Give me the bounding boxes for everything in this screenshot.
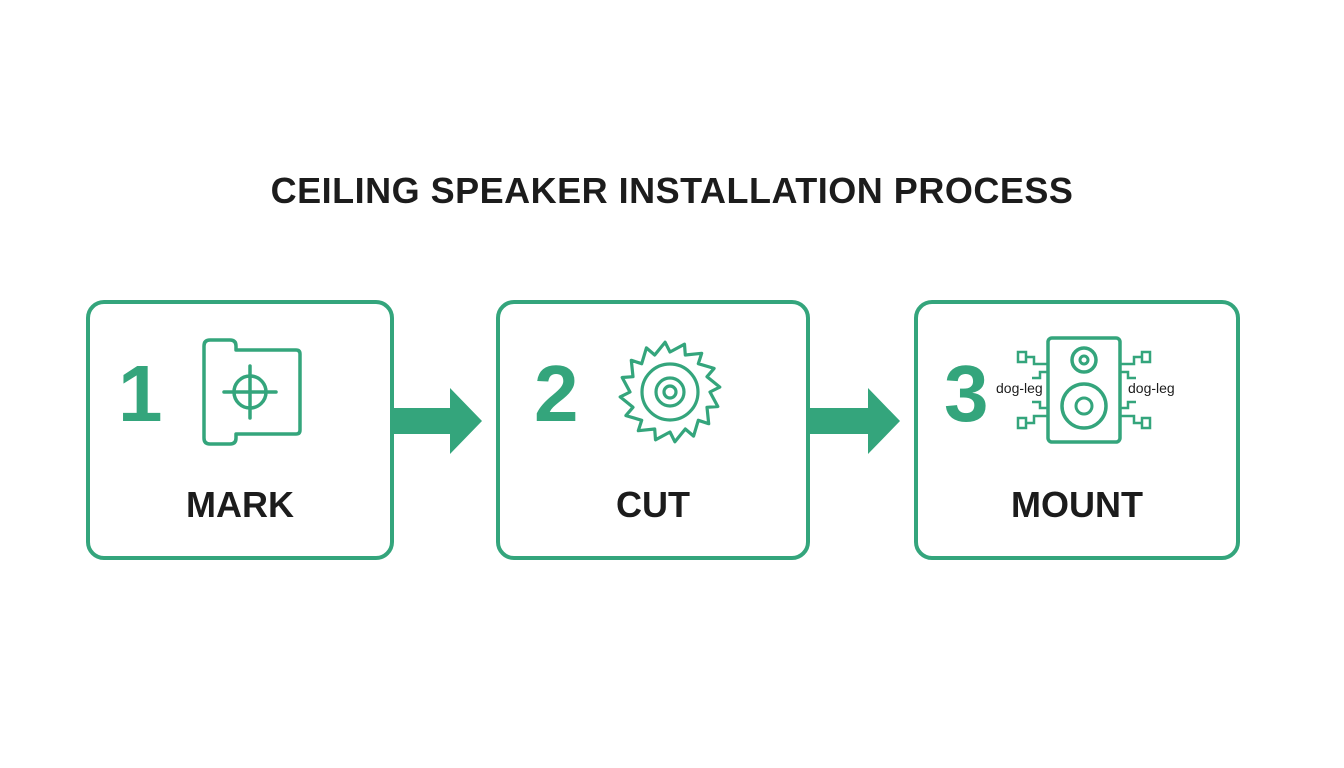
template-crosshair-icon [202,338,302,446]
step-label: CUT [616,484,690,525]
saw-blade-teeth [618,340,722,444]
dog-leg-label-right: dog-leg [1128,380,1175,396]
speaker-icon [1016,336,1152,444]
step-label: MARK [186,484,294,525]
dog-leg-label-left: dog-leg [996,380,1043,396]
step-number: 2 [534,349,579,438]
arrow-right-icon [808,388,900,454]
step-mount-box: 3 dog-leg dog-leg MOUNT [914,300,1240,560]
saw-blade-icon [618,340,722,444]
step-cut-box: 2 CUT [496,300,810,560]
step-mark-box: 1 MARK [86,300,394,560]
step-label: MOUNT [1011,484,1143,525]
step-number: 1 [118,349,163,438]
arrow-right-icon [390,388,482,454]
step-number: 3 [944,349,989,438]
diagram-title: CEILING SPEAKER INSTALLATION PROCESS [270,170,1074,211]
